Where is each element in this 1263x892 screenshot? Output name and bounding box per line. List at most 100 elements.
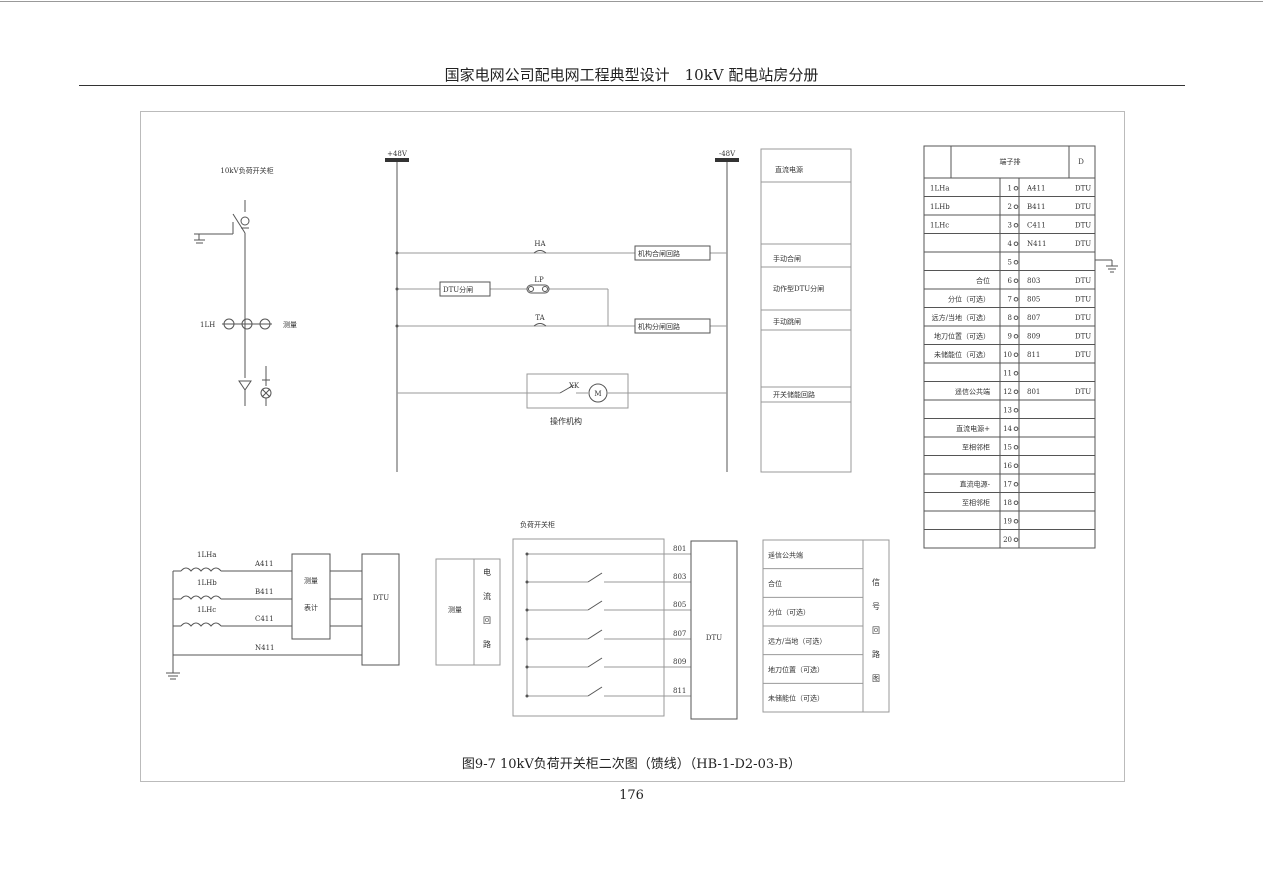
bus-positive-bar <box>385 158 409 162</box>
measure-label: 测量 <box>283 321 297 329</box>
terminal-row-dest: DTU <box>1075 332 1091 340</box>
signal-item: 遥信公共端 <box>768 550 803 559</box>
dtu-trip-label: DTU分闸 <box>443 285 473 294</box>
terminal-row-number: 8 <box>1008 314 1012 322</box>
function-manual-trip: 手动跳闸 <box>773 317 801 326</box>
terminal-row-label: 直流电源+ <box>956 424 990 433</box>
terminal-row-number: 13 <box>1003 406 1012 414</box>
current-circuit-char: 电 <box>483 567 491 577</box>
signal-circuit-char: 图 <box>872 674 880 683</box>
terminal-row-label: 直流电源- <box>960 479 991 488</box>
drawing-frame <box>140 111 1125 782</box>
terminal-row-label: 地刀位置（可选） <box>934 331 990 340</box>
wire-n411: N411 <box>255 644 275 652</box>
terminal-row-label: 1LHa <box>930 184 949 192</box>
closing-circuit-label: 机构合闸回路 <box>638 249 680 258</box>
signal-item: 远方/当地（可选） <box>768 636 826 645</box>
terminal-row-label: 合位 <box>976 276 990 285</box>
signal-contact-icon <box>587 686 603 697</box>
terminal-row-number: 6 <box>1008 277 1013 285</box>
dtu-current-label: DTU <box>373 594 389 602</box>
signal-contact-icon <box>587 572 603 583</box>
surge-arrester-icon <box>238 380 252 391</box>
terminal-row-number: 12 <box>1003 388 1012 396</box>
bus-negative-bar <box>715 158 739 162</box>
terminal-header <box>923 145 1096 179</box>
ha-label: HA <box>534 240 546 248</box>
terminal-row-dest: DTU <box>1075 388 1091 396</box>
terminal-row-number: 20 <box>1003 536 1012 544</box>
primary-title: 10kV负荷开关柜 <box>220 166 273 175</box>
junction-dot <box>525 665 529 669</box>
page-header-title: 国家电网公司配电网工程典型设计 10kV 配电站房分册 <box>444 66 819 84</box>
terminal-row-dest: DTU <box>1075 203 1091 211</box>
signal-cabinet-title: 负荷开关柜 <box>520 520 555 529</box>
signal-item: 分位（可选） <box>768 608 810 617</box>
terminal-title: 端子排 <box>1000 157 1021 166</box>
terminal-row-label: 远方/当地（可选） <box>932 313 990 322</box>
terminal-row-label: 至相邻柜 <box>962 498 990 507</box>
signal-code: 809 <box>673 658 686 666</box>
signal-code: 805 <box>673 601 686 609</box>
terminal-row-label: 1LHb <box>930 203 950 211</box>
dtu-current-box <box>361 553 400 666</box>
terminal-row-code: 809 <box>1027 332 1040 340</box>
signal-circuit-char: 回 <box>872 626 880 635</box>
mechanism-box <box>526 373 629 409</box>
earthing-point-icon <box>240 216 250 226</box>
terminal-row-number: 17 <box>1003 480 1012 488</box>
ct-b-label: 1LHb <box>197 579 217 587</box>
terminal-row-number: 3 <box>1008 221 1012 229</box>
function-spring-charge: 开关储能回路 <box>773 390 815 399</box>
junction-dot <box>525 694 529 698</box>
terminal-row-code: C411 <box>1027 221 1046 229</box>
closing-circuit-box <box>634 245 711 261</box>
function-column: 直流电源 手动合闸 动作型DTU分闸 手动跳闸 开关储能回路 <box>760 148 852 473</box>
terminal-row-dest: DTU <box>1075 240 1091 248</box>
terminal-screw-icon <box>1013 426 1019 432</box>
lp-terminal <box>528 286 534 292</box>
current-circuit-char: 流 <box>483 591 491 601</box>
header-rule <box>79 85 1185 86</box>
current-measure-label: 测量 <box>448 606 462 614</box>
junction-dot <box>395 287 399 291</box>
terminal-row-label: 1LHc <box>930 221 949 229</box>
signal-cabinet-box <box>512 538 665 717</box>
terminal-row-number: 2 <box>1008 203 1012 211</box>
ta-button-icon <box>533 323 547 327</box>
terminal-screw-icon <box>1013 537 1019 543</box>
terminal-row-number: 19 <box>1003 517 1012 525</box>
terminal-row-dest: DTU <box>1075 277 1091 285</box>
signal-item: 未储能位（可选） <box>768 694 824 703</box>
terminal-row-number: 7 <box>1008 295 1012 303</box>
ta-label: TA <box>535 314 545 322</box>
terminal-screw-icon <box>1013 333 1019 339</box>
terminal-row-dest: DTU <box>1075 314 1091 322</box>
current-circuit: 1LHa 1LHb 1LHc A411 B411 C411 N411 测量 表计… <box>166 551 501 680</box>
primary-diagram: 10kV负荷开关柜 1LH 测量 <box>194 166 297 406</box>
terminal-screw-icon <box>1013 370 1019 376</box>
wire-b411: B411 <box>255 588 274 596</box>
function-dtu-trip: 动作型DTU分闸 <box>773 284 824 293</box>
signal-circuit-char: 信 <box>872 577 880 587</box>
function-manual-close: 手动合闸 <box>773 254 801 263</box>
terminal-row-code: 803 <box>1027 277 1040 285</box>
ct-label: 1LH <box>200 321 215 329</box>
ct-b-coil-icon <box>180 595 222 600</box>
current-circuit-table <box>435 558 501 666</box>
terminal-row-code: 807 <box>1027 314 1040 322</box>
terminal-screw-icon <box>1013 278 1019 284</box>
signal-code: 811 <box>673 687 686 695</box>
signal-circuit-char: 路 <box>872 649 880 659</box>
terminal-screw-icon <box>1013 259 1019 265</box>
terminal-row-number: 18 <box>1003 499 1012 507</box>
terminal-screw-icon <box>1013 241 1019 247</box>
signal-item: 合位 <box>768 579 782 588</box>
ha-button-icon <box>533 250 547 254</box>
terminal-column-d: D <box>1078 158 1084 166</box>
xk-switch-icon <box>559 384 575 394</box>
